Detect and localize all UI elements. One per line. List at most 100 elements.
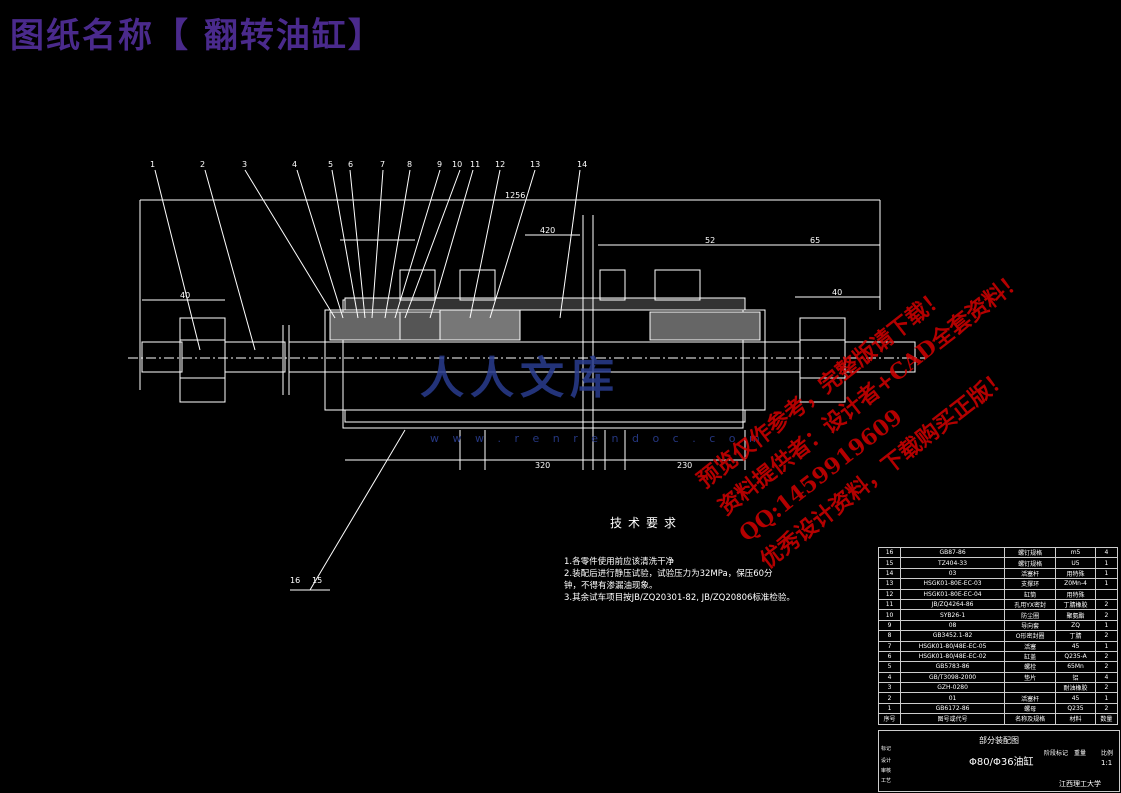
- part-number-9: 9: [437, 160, 442, 169]
- tech-note: 2.装配后进行静压试验，试验压力为32MPa，保压60分: [564, 569, 773, 579]
- bom-cell: 垫片: [1004, 671, 1057, 684]
- drawing-title: 图纸名称【 翻转油缸】: [10, 16, 384, 56]
- bom-cell: 1: [1094, 619, 1119, 632]
- bom-cell: 11: [877, 598, 902, 611]
- bom-cell: [1094, 588, 1119, 600]
- bom-cell: 4: [1094, 671, 1119, 684]
- bom-cell: 丁腈橡胶: [1055, 598, 1096, 611]
- part-number-12: 12: [495, 160, 505, 169]
- bom-cell: 导向套: [1004, 619, 1057, 632]
- bom-cell: 名称及规格: [1004, 713, 1057, 725]
- dim-d7: 230: [677, 461, 692, 470]
- part-number-15: 15: [312, 576, 322, 585]
- part-number-13: 13: [530, 160, 540, 169]
- bom-cell: 缸盖: [1004, 650, 1057, 663]
- bom-cell: 活塞: [1004, 640, 1057, 652]
- tech-note: 1.各零件使用前应该清洗干净: [564, 557, 675, 567]
- bom-cell: 1: [1094, 640, 1119, 652]
- bom-cell: HSGK01-80E-EC-03: [900, 578, 1006, 590]
- dim-overall: 1256: [505, 191, 525, 200]
- bom-cell: GB/T3098-2000: [900, 671, 1006, 684]
- part-number-10: 10: [452, 160, 462, 169]
- label-review: 审核: [881, 768, 892, 774]
- bom-cell: 支撑环: [1004, 578, 1057, 590]
- bom-cell: 12: [877, 588, 902, 600]
- label-weight: 重量: [1074, 750, 1087, 757]
- bom-cell: 2: [1094, 598, 1119, 611]
- bom-cell: O形密封圈: [1004, 630, 1057, 642]
- bom-cell: 2: [1094, 630, 1119, 642]
- bom-cell: 序号: [877, 713, 902, 725]
- bom-cell: 08: [900, 619, 1006, 632]
- bom-cell: 01: [900, 692, 1006, 704]
- bom-cell: HSGK01-80/48E-EC-05: [900, 640, 1006, 652]
- bom-cell: ZQ: [1055, 619, 1096, 632]
- title-block: 部分装配图 Φ80/Φ36油缸 1:1 江西理工大学 阶段标记 重量 比例 标记…: [878, 730, 1120, 792]
- label-scale: 比例: [1101, 750, 1114, 757]
- part-number-7: 7: [380, 160, 385, 169]
- bom-cell: 活塞杆: [1004, 692, 1057, 704]
- bom-cell: SYB26-1: [900, 609, 1006, 621]
- bom-cell: 铝: [1055, 671, 1096, 684]
- bom-cell: 螺钉规格: [1004, 557, 1057, 569]
- bom-cell: 16: [877, 546, 902, 559]
- bom-cell: 图号或代号: [900, 713, 1006, 725]
- dim-d3: 52: [705, 236, 715, 245]
- bom-cell: 8: [877, 630, 902, 642]
- bom-cell: 防尘圈: [1004, 609, 1057, 621]
- dim-d2: 420: [540, 226, 555, 235]
- bom-cell: 3: [877, 682, 902, 694]
- part-number-14: 14: [577, 160, 587, 169]
- part-number-8: 8: [407, 160, 412, 169]
- bom-cell: 10: [877, 609, 902, 621]
- part-number-2: 2: [200, 160, 205, 169]
- bom-cell: 孔用YX密封: [1004, 598, 1057, 611]
- dim-d5: 40: [832, 288, 842, 297]
- part-number-3: 3: [242, 160, 247, 169]
- bom-cell: 螺栓: [1004, 661, 1057, 673]
- bom-cell: HSGK01-80E-EC-04: [900, 588, 1006, 600]
- bom-cell: 2: [1094, 702, 1119, 715]
- bom-cell: 65Mn: [1055, 661, 1096, 673]
- assembly-label: 部分装配图: [979, 736, 1019, 745]
- brand-watermark: 人人文库: [420, 353, 620, 404]
- bom-cell: 14: [877, 567, 902, 580]
- bom-cell: 螺钉规格: [1004, 546, 1057, 559]
- bom-cell: 6: [877, 650, 902, 663]
- dim-d6: 320: [535, 461, 550, 470]
- bom-cell: 1: [877, 702, 902, 715]
- label-process: 工艺: [881, 778, 892, 784]
- bom-cell: 4: [877, 671, 902, 684]
- bom-cell: Q235-A: [1055, 650, 1096, 663]
- label-design: 设计: [881, 758, 892, 764]
- bom-cell: 1: [1094, 578, 1119, 590]
- bom-cell: 45: [1055, 692, 1096, 704]
- bom-cell: GB6172-86: [900, 702, 1006, 715]
- bom-cell: 9: [877, 619, 902, 632]
- bom-cell: 用特殊: [1055, 588, 1096, 600]
- label-mark: 标记: [881, 746, 892, 752]
- brand-url-watermark: w w w . r e n r e n d o c . c o m: [430, 432, 765, 445]
- bom-cell: m5: [1055, 546, 1096, 559]
- bom-cell: U5: [1055, 557, 1096, 569]
- dim-d4: 65: [810, 236, 820, 245]
- label-stage: 阶段标记: [1044, 750, 1069, 757]
- bom-cell: [1004, 682, 1057, 694]
- part-number-6: 6: [348, 160, 353, 169]
- bom-cell: GB5783-86: [900, 661, 1006, 673]
- bom-cell: 1: [1094, 692, 1119, 704]
